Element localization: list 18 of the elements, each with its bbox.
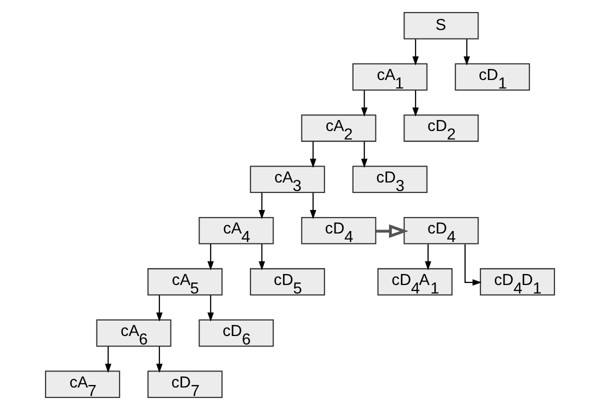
node-box: S	[403, 12, 478, 40]
arrow	[412, 90, 418, 117]
arrow	[360, 90, 368, 117]
arrow	[424, 244, 431, 270]
arrow	[360, 142, 368, 168]
arrow	[412, 39, 418, 66]
arrow	[156, 295, 162, 322]
arrow	[463, 39, 470, 66]
arrow	[309, 192, 316, 220]
arrow	[309, 142, 316, 168]
arrow	[376, 224, 408, 238]
arrow	[258, 192, 265, 220]
arrow	[464, 244, 482, 286]
arrow	[156, 346, 162, 373]
arrow	[104, 346, 111, 373]
arrow	[206, 295, 214, 322]
arrow	[258, 244, 265, 270]
arrow	[206, 244, 214, 270]
